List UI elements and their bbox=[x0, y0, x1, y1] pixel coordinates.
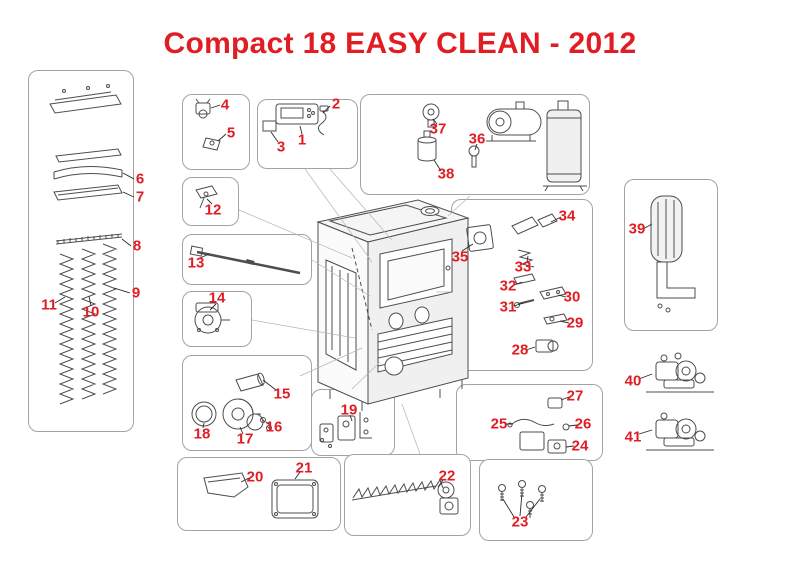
part-label-22: 22 bbox=[438, 467, 456, 485]
leader-lines bbox=[54, 104, 653, 518]
part-label-25: 25 bbox=[490, 415, 508, 433]
control-panel-illustration bbox=[262, 103, 329, 136]
grate-assembly-illustration bbox=[49, 84, 123, 405]
part-label-5: 5 bbox=[226, 124, 236, 142]
heat-exchanger-illustration bbox=[650, 195, 696, 313]
part-label-11: 11 bbox=[41, 296, 57, 314]
part-label-7: 7 bbox=[135, 188, 145, 206]
part-label-9: 9 bbox=[131, 284, 141, 302]
part-box-grates-left bbox=[28, 70, 134, 432]
stove-illustration bbox=[316, 199, 470, 411]
part-label-16: 16 bbox=[265, 418, 283, 436]
part-label-12: 12 bbox=[204, 201, 222, 219]
part-label-4: 4 bbox=[220, 96, 230, 114]
part-label-13: 13 bbox=[187, 254, 205, 272]
part-box-gear-motor-14 bbox=[182, 291, 252, 347]
part-label-30: 30 bbox=[563, 288, 581, 306]
part-box-bracket-12 bbox=[182, 177, 239, 226]
compressor-illustration bbox=[417, 100, 587, 192]
part-label-36: 36 bbox=[468, 130, 486, 148]
part-box-burnpot-28-35 bbox=[451, 199, 593, 371]
part-label-34: 34 bbox=[558, 207, 576, 225]
part-label-14: 14 bbox=[208, 289, 226, 307]
part-label-24: 24 bbox=[571, 437, 589, 455]
exhaust-fan-illustration bbox=[191, 372, 272, 431]
part-label-40: 40 bbox=[624, 372, 642, 390]
pump-41-illustration bbox=[646, 412, 714, 451]
diagram-title: Compact 18 EASY CLEAN - 2012 bbox=[163, 27, 637, 60]
motors-4-5-illustration bbox=[195, 98, 221, 151]
part-label-23: 23 bbox=[511, 513, 529, 531]
part-label-8: 8 bbox=[132, 237, 142, 255]
connector-lines bbox=[238, 168, 471, 455]
burnpot-parts-illustration bbox=[466, 213, 568, 353]
part-label-2: 2 bbox=[331, 95, 341, 113]
auger-illustration bbox=[351, 478, 459, 515]
part-label-29: 29 bbox=[566, 314, 584, 332]
part-label-38: 38 bbox=[437, 165, 455, 183]
tray-20-21-illustration bbox=[203, 472, 319, 519]
part-label-10: 10 bbox=[82, 303, 100, 321]
part-label-31: 31 bbox=[499, 298, 517, 316]
part-label-37: 37 bbox=[429, 120, 447, 138]
part-label-33: 33 bbox=[514, 258, 532, 276]
part-label-32: 32 bbox=[499, 277, 517, 295]
part-label-41: 41 bbox=[624, 428, 642, 446]
part-box-tray-20-21 bbox=[177, 457, 341, 531]
part-box-auger-22 bbox=[344, 454, 471, 536]
part-label-1: 1 bbox=[297, 131, 307, 149]
screws-23-illustration bbox=[498, 480, 546, 518]
supports-19-illustration bbox=[319, 412, 372, 448]
part-label-28: 28 bbox=[511, 341, 529, 359]
bracket-12-illustration bbox=[195, 185, 218, 209]
part-label-26: 26 bbox=[574, 415, 592, 433]
gear-motor-14-illustration bbox=[194, 302, 230, 334]
part-box-exhaust-fan-15-18 bbox=[182, 355, 312, 451]
part-label-18: 18 bbox=[193, 425, 211, 443]
part-label-27: 27 bbox=[566, 387, 584, 405]
part-label-35: 35 bbox=[451, 248, 469, 266]
part-box-screws-23 bbox=[479, 459, 593, 541]
part-label-15: 15 bbox=[273, 385, 291, 403]
part-box-thermostat-24-27 bbox=[456, 384, 603, 461]
part-label-6: 6 bbox=[135, 170, 145, 188]
part-label-19: 19 bbox=[340, 401, 358, 419]
part-label-39: 39 bbox=[628, 220, 646, 238]
igniter-illustration bbox=[189, 245, 301, 275]
pump-40-illustration bbox=[646, 352, 714, 393]
part-label-20: 20 bbox=[246, 468, 264, 486]
thermostat-parts-illustration bbox=[507, 397, 570, 454]
part-label-21: 21 bbox=[295, 459, 313, 477]
part-label-3: 3 bbox=[276, 138, 286, 156]
part-label-17: 17 bbox=[236, 430, 254, 448]
